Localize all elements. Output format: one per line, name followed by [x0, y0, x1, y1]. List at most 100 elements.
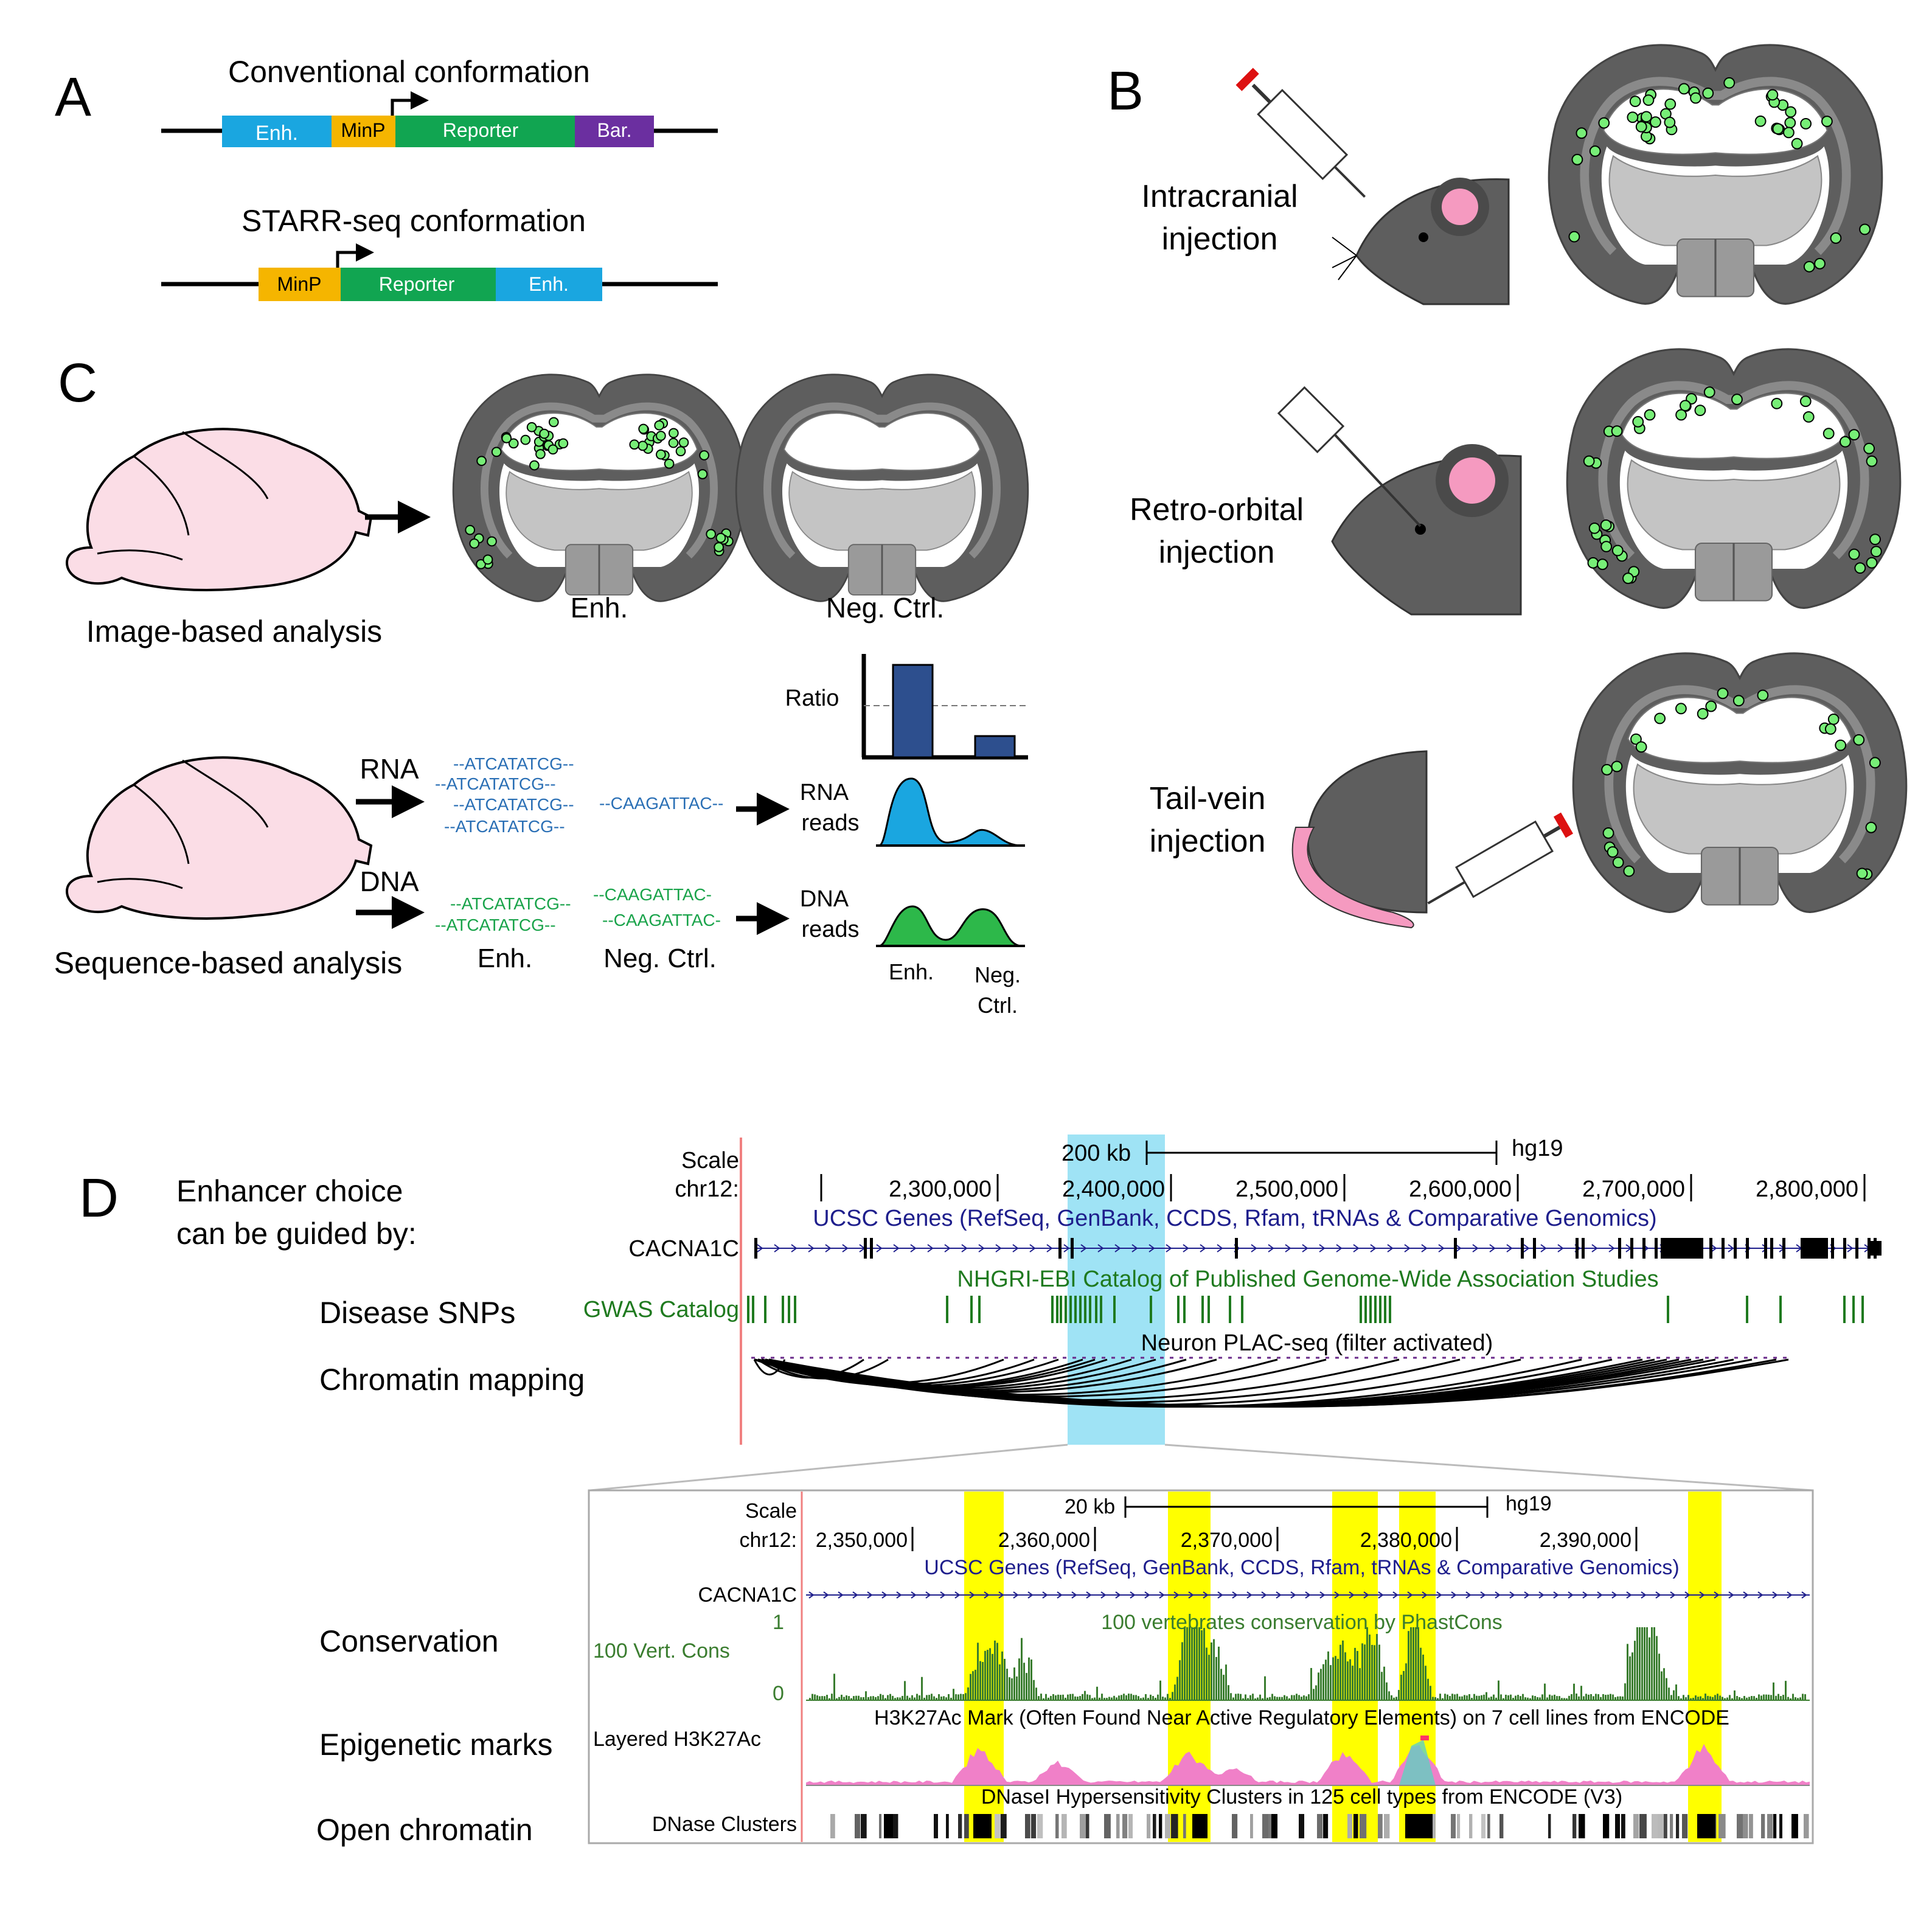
- cons-bar: [1617, 1696, 1619, 1700]
- cons-bar: [945, 1697, 947, 1700]
- dnase-cluster: [1664, 1814, 1667, 1838]
- labeled-cell: [1784, 117, 1796, 129]
- cons-bar: [1804, 1694, 1806, 1700]
- cons-bar: [955, 1694, 957, 1700]
- cons-bar: [1614, 1697, 1616, 1700]
- cons-bar: [1305, 1696, 1307, 1700]
- cons-bar: [1544, 1683, 1546, 1700]
- cons-bar: [1327, 1651, 1329, 1700]
- labeled-cell: [654, 420, 665, 431]
- gwas-label: GWAS Catalog: [583, 1297, 739, 1322]
- cons-bar: [841, 1694, 843, 1700]
- cons-bar: [1337, 1658, 1339, 1700]
- dna-reads-peaks: [878, 905, 1023, 947]
- cons-bar: [867, 1697, 869, 1700]
- panel-c: C Image-based analysis Enh. Neg. Ctrl. S…: [54, 353, 1028, 1018]
- panel-label-c: C: [58, 353, 97, 414]
- panel-b: B Intracranial injection Retro-orbital i…: [1107, 45, 1906, 929]
- cons-bar: [1464, 1695, 1465, 1700]
- labeled-cell: [678, 437, 689, 448]
- cons-bar: [1181, 1642, 1183, 1700]
- cons-bar: [1159, 1680, 1161, 1700]
- gwas-snp: [946, 1296, 948, 1323]
- labeled-cell: [1848, 429, 1860, 441]
- cons-bar: [1646, 1627, 1648, 1700]
- labeled-cell: [1824, 723, 1836, 735]
- dnase-cluster: [995, 1814, 1002, 1838]
- cons-bar: [848, 1696, 850, 1700]
- panel-label-d: D: [79, 1168, 119, 1229]
- gwas-snp: [1150, 1296, 1152, 1323]
- cons-bar: [1554, 1694, 1555, 1700]
- exon: [864, 1238, 867, 1259]
- cons-bar: [889, 1694, 891, 1700]
- cons-bar: [1230, 1693, 1232, 1700]
- labeled-cell: [1601, 763, 1613, 776]
- cons-bar: [1585, 1694, 1587, 1700]
- barcode-block: [575, 116, 654, 147]
- cons-bar: [1021, 1638, 1023, 1700]
- dnase-cluster: [1487, 1814, 1490, 1838]
- cons-bar: [1709, 1696, 1711, 1700]
- exon: [1618, 1238, 1621, 1259]
- h3k-title: H3K27Ac Mark (Often Found Near Active Re…: [874, 1706, 1729, 1729]
- labeled-cell: [520, 434, 531, 445]
- cons-bar: [1527, 1697, 1529, 1700]
- cons-bar: [1488, 1697, 1490, 1700]
- cons-bar: [1340, 1644, 1341, 1700]
- cons-bar: [850, 1698, 852, 1700]
- dnase-cluster: [1615, 1814, 1621, 1838]
- cons-bar: [1473, 1694, 1475, 1700]
- cons-bar: [1700, 1696, 1701, 1700]
- d-heading-2: can be guided by:: [176, 1217, 417, 1251]
- cons-bar: [880, 1694, 881, 1700]
- cons-bar: [1023, 1663, 1025, 1700]
- cons-bar: [1729, 1695, 1731, 1700]
- top-gene-label: CACNA1C: [628, 1236, 739, 1262]
- cons-bar: [1576, 1694, 1577, 1700]
- cells-tail: [1601, 687, 1881, 880]
- cons-bar: [1383, 1666, 1385, 1700]
- gwas-snps: [747, 1296, 1864, 1323]
- cons-bar: [1551, 1695, 1553, 1700]
- dnase-cluster: [1128, 1814, 1133, 1838]
- cons-bar: [1734, 1690, 1736, 1700]
- exon: [1868, 1238, 1871, 1259]
- coord-tick-label: 2,380,000: [1360, 1529, 1452, 1552]
- cons-bar: [1495, 1697, 1497, 1700]
- labeled-cell: [1723, 77, 1736, 89]
- labeled-cell: [1622, 572, 1634, 585]
- labeled-cell: [1664, 98, 1677, 110]
- cons-bar: [1785, 1681, 1787, 1700]
- cons-bar: [1461, 1696, 1463, 1700]
- cons-bar: [1537, 1697, 1538, 1700]
- cons-bar: [1485, 1692, 1487, 1700]
- cons-bar: [1089, 1695, 1091, 1700]
- labeled-cell: [508, 438, 519, 449]
- starr-title: STARR-seq conformation: [241, 204, 586, 238]
- panel-d: D Enhancer choice can be guided by: Dise…: [79, 1135, 1882, 1847]
- top-chr-label: chr12:: [675, 1176, 739, 1202]
- gwas-snp: [1364, 1296, 1367, 1323]
- bottom-gene-label: CACNA1C: [698, 1583, 797, 1607]
- cons-bar: [1026, 1673, 1027, 1700]
- cons-bar: [1434, 1697, 1436, 1700]
- gwas-snp: [1374, 1296, 1377, 1323]
- cons-bar: [1802, 1694, 1804, 1700]
- cons-bar: [1590, 1694, 1592, 1700]
- cons-bar: [1549, 1694, 1551, 1700]
- coord-tick-label: 2,390,000: [1540, 1529, 1631, 1552]
- cons-bar: [1332, 1657, 1334, 1700]
- cons-bar: [1359, 1668, 1361, 1700]
- labeled-cell: [706, 529, 717, 540]
- exon: [754, 1238, 757, 1259]
- cons-bar: [1420, 1647, 1422, 1700]
- cons-bar: [1271, 1694, 1273, 1700]
- labeled-cell: [501, 433, 512, 443]
- cons-bar: [811, 1694, 813, 1700]
- labeled-cell: [668, 437, 679, 448]
- labeled-cell: [1680, 400, 1691, 412]
- cons-bar: [814, 1694, 816, 1700]
- cons-bar: [1539, 1697, 1541, 1700]
- gwas-snp: [1229, 1296, 1231, 1323]
